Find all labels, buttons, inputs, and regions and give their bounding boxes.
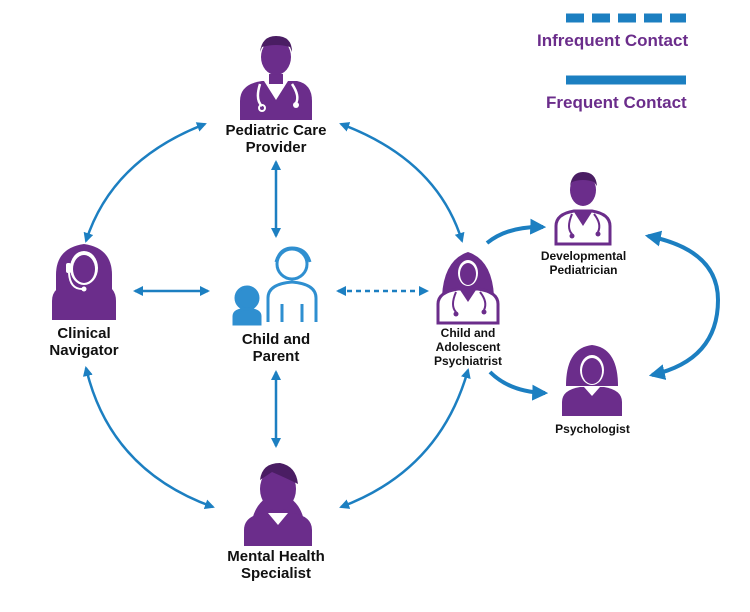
- node-label-psychologist: Psychologist: [555, 422, 630, 436]
- arrow-psychiatrist-psychologist: [488, 370, 549, 401]
- arrow-pcp-psychiatrist: [339, 122, 465, 243]
- arrow-devped-psychologist: [644, 230, 721, 380]
- legend-infrequent-label: Infrequent Contact: [537, 31, 689, 50]
- doctor-with-stethoscope-icon: [240, 36, 312, 120]
- arrow-pcp-navigator: [83, 122, 207, 243]
- node-label-clinical-navigator: Clinical Navigator: [49, 325, 119, 360]
- female-doctor-icon: [436, 252, 500, 325]
- doctor-icon: [554, 172, 612, 246]
- arrow-psychiatrist-mhs: [339, 368, 471, 509]
- child-and-parent-icon: [232, 246, 318, 326]
- person-with-headset-icon: [52, 244, 116, 320]
- node-label-pediatric-care-provider: Pediatric Care Provider: [225, 122, 327, 157]
- node-label-developmental-pediatrician: Developmental Pediatrician: [540, 249, 627, 277]
- woman-icon: [562, 345, 622, 416]
- person-icon: [244, 463, 312, 546]
- arrow-psychiatrist-devped: [485, 218, 547, 245]
- node-label-child-adolescent-psychiatrist: Child and Adolescent Psychiatrist: [433, 326, 503, 368]
- arrow-navigator-mhs: [82, 366, 215, 509]
- legend-frequent-label: Frequent Contact: [546, 93, 687, 112]
- node-label-child-and-parent: Child and Parent: [241, 331, 311, 366]
- node-label-mental-health-specialist: Mental Health Specialist: [227, 548, 325, 583]
